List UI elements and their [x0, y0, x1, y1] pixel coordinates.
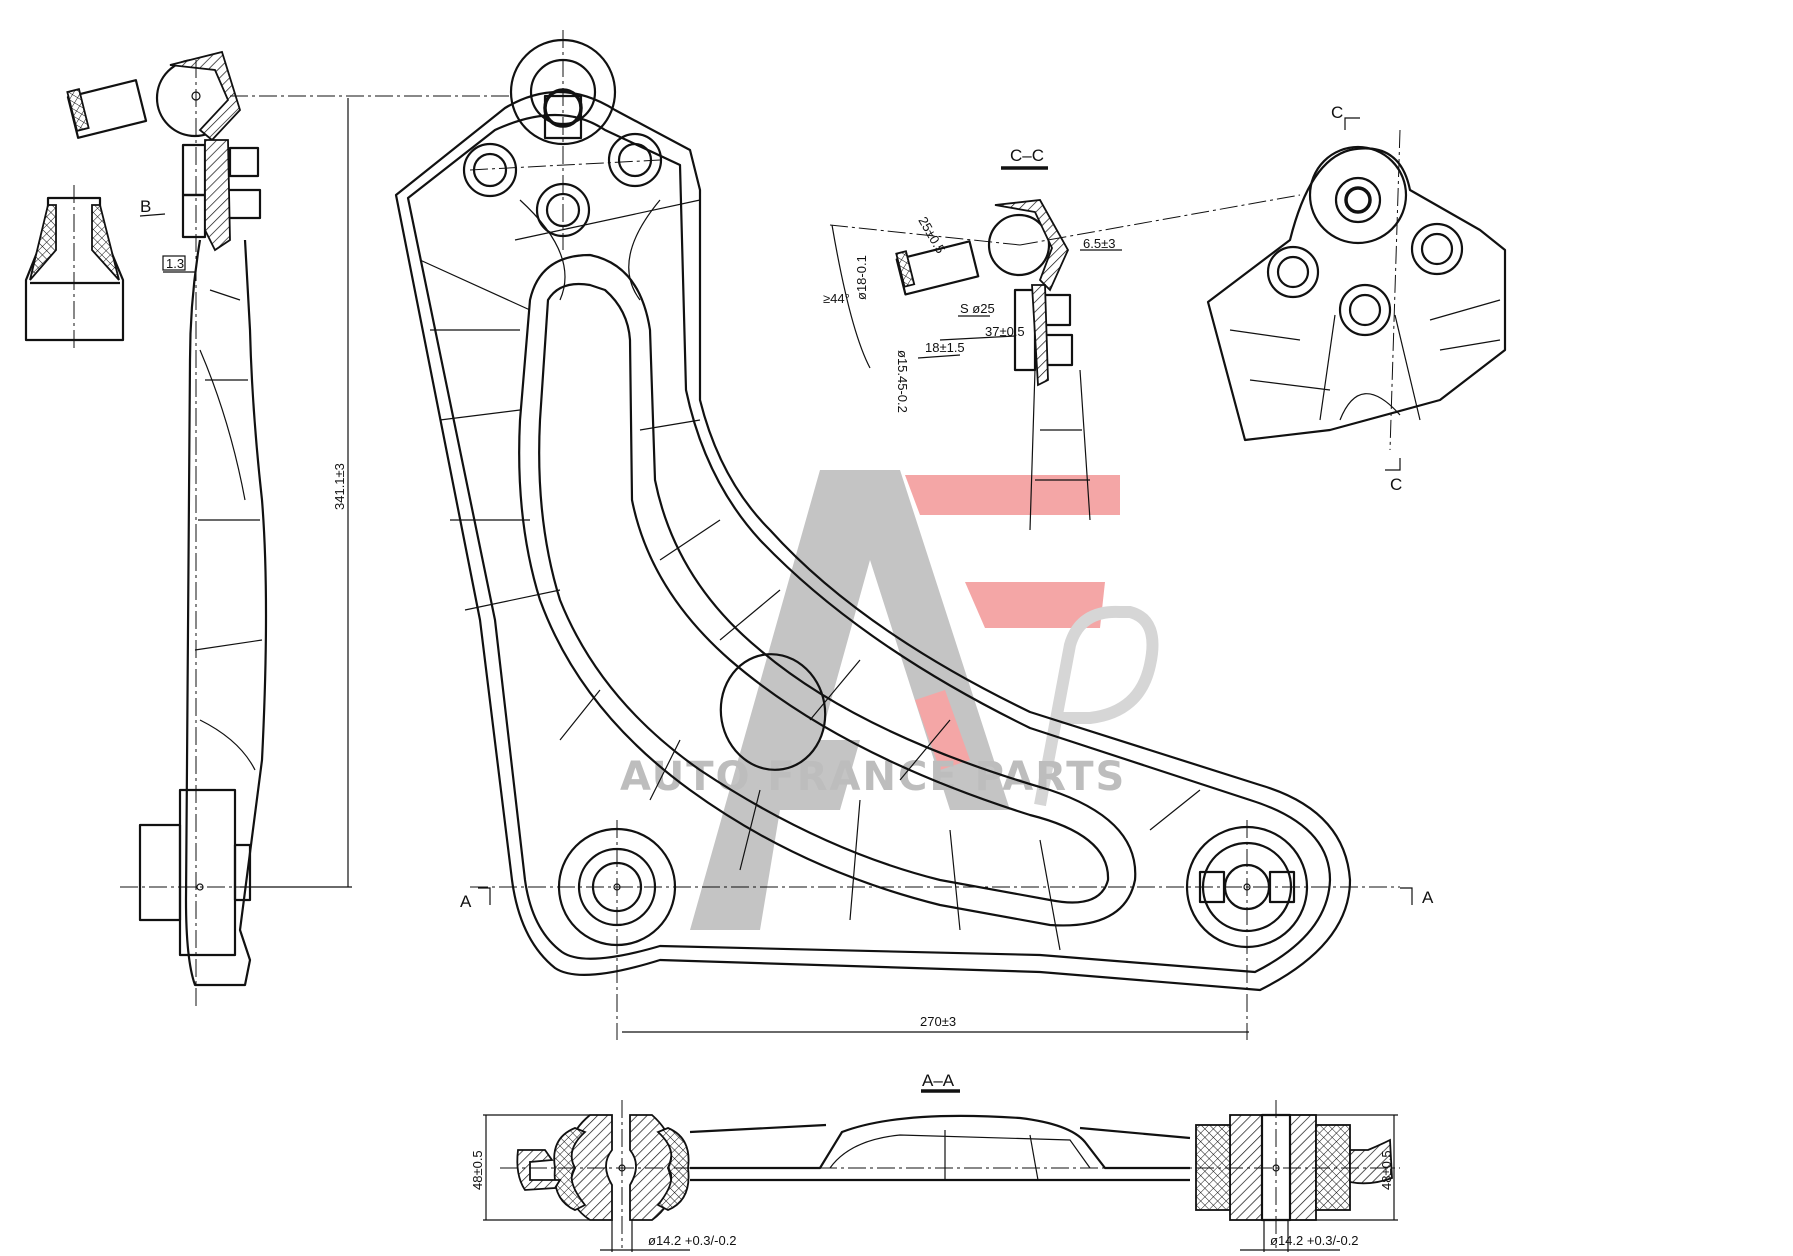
svg-text:270±3: 270±3 [920, 1014, 956, 1029]
view-marker-b: B [140, 197, 151, 216]
dim-cc-length-2: 18±1.5 [925, 340, 965, 355]
section-aa: A–A 48±0.5 48±0.5 [470, 1071, 1400, 1252]
dimension-overall-height: 341.1±3 [240, 98, 352, 888]
dim-cc-cone-angle: ≥44° [823, 291, 850, 306]
dim-cc-sphere: S ø25 [960, 301, 995, 316]
dimension-bushing-spacing: 270±3 [622, 1014, 1249, 1033]
watermark-logo: AUTO FRANCE PARTS [620, 470, 1159, 930]
control-arm-plan-view [394, 30, 1400, 1040]
dim-cc-offset: 6.5±3 [1083, 236, 1115, 251]
dim-aa-bore-left: ø14.2 +0.3/-0.2 [648, 1233, 737, 1248]
watermark-text: AUTO FRANCE PARTS [620, 754, 1126, 800]
dim-cc-length-1: 37±0.5 [985, 324, 1025, 339]
svg-text:A: A [1422, 888, 1434, 907]
svg-text:341.1±3: 341.1±3 [332, 463, 347, 510]
dim-aa-height-right: 48±0.5 [1379, 1150, 1394, 1190]
dust-boot [24, 185, 125, 350]
side-view: B 1.3 [66, 50, 510, 1010]
section-c-marker-top: C [1331, 103, 1343, 122]
dimension-flatness: 1.3 [166, 256, 184, 271]
section-aa-title: A–A [922, 1071, 955, 1090]
dim-cc-taper: ø15.45-0.2 [895, 350, 910, 413]
svg-text:A: A [460, 892, 472, 911]
ball-joint-detail-view: C C [1206, 103, 1507, 494]
section-cc: C–C 25±0.5 6.5±3 ø18-0.1 ≥44° ø15.45-0.2… [823, 146, 1301, 531]
dim-aa-bore-right: ø14.2 +0.3/-0.2 [1270, 1233, 1359, 1248]
dim-cc-stud: ø18-0.1 [854, 255, 869, 300]
section-c-marker-bottom: C [1390, 475, 1402, 494]
section-a-markers: A A [460, 887, 1434, 911]
dim-aa-height-left: 48±0.5 [470, 1150, 485, 1190]
section-cc-title: C–C [1010, 146, 1044, 165]
